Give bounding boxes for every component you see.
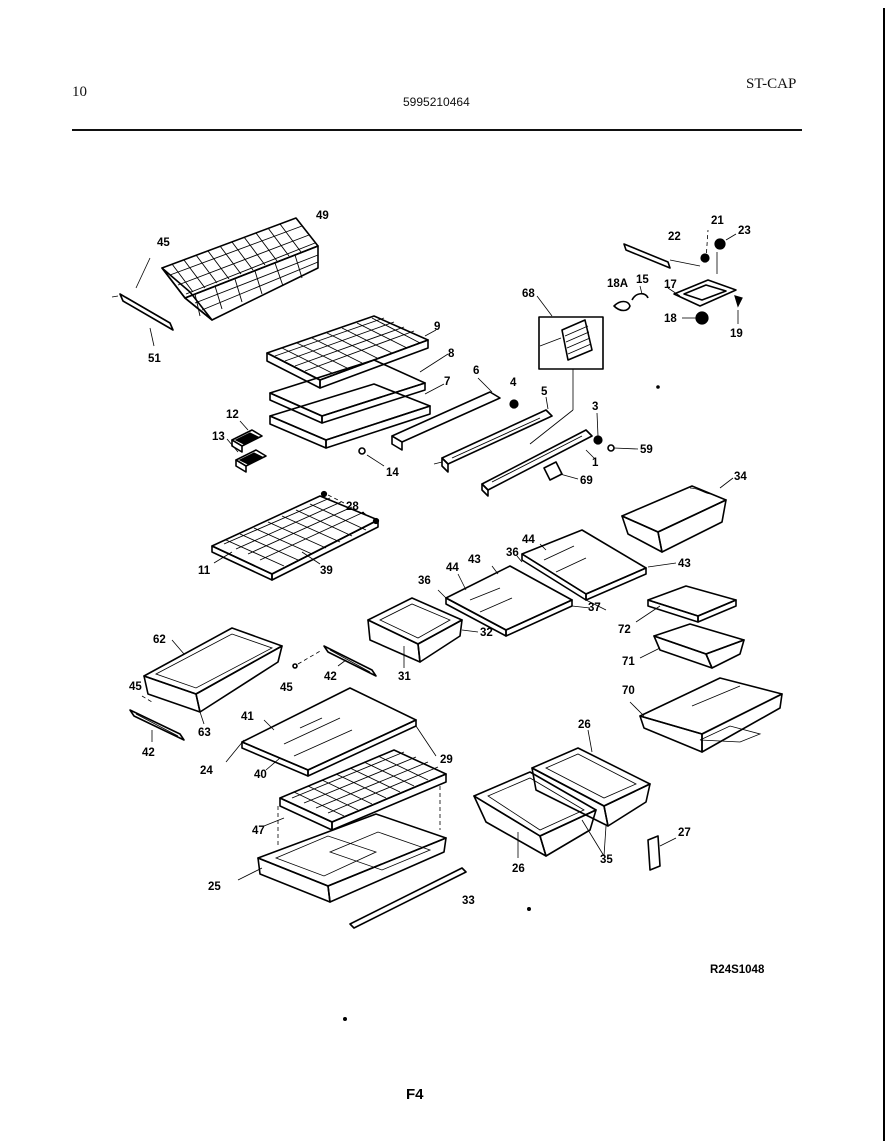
callout-47: 47 [252,825,265,837]
scan-speck [343,1016,348,1021]
part-detail-inset [529,295,604,445]
callout-42-center: 42 [324,671,337,683]
callout-5: 5 [541,386,548,398]
callout-23: 23 [738,225,751,237]
part-washer [607,444,615,452]
callout-69: 69 [580,475,593,487]
part-upper-rail [391,377,501,451]
part-basket-support-bracket [111,257,174,347]
callout-45-top: 45 [157,237,170,249]
figure-label: F4 [406,1086,424,1103]
callout-19: 19 [730,328,743,340]
callout-33: 33 [462,895,475,907]
part-crisper-cover-assembly [266,315,449,449]
callout-35: 35 [600,854,613,866]
callout-40: 40 [254,769,267,781]
part-shelf-clips [226,420,267,473]
part-label-tag [543,461,563,481]
callout-59: 59 [640,444,653,456]
callout-14: 14 [386,467,399,479]
callout-13: 13 [212,431,225,443]
part-glass-shelf-upper-right [516,529,677,611]
callout-42-left: 42 [142,747,155,759]
part-crisper-drawers [473,729,651,858]
part-deli-drawer [143,627,283,725]
part-crisper-grille [263,749,447,846]
section-code: ST-CAP [746,76,797,92]
callout-68: 68 [522,288,535,300]
callout-44-left: 44 [446,562,459,574]
callout-62: 62 [153,634,166,646]
callout-72: 72 [618,624,631,636]
callout-32: 32 [480,627,493,639]
callout-37: 37 [588,602,601,614]
part-drawer-frame [629,677,783,753]
callout-63: 63 [198,727,211,739]
callout-71: 71 [622,656,635,668]
callout-12: 12 [226,409,239,421]
callout-3: 3 [592,401,598,413]
part-light-fixture-assembly [613,229,743,325]
callout-43-right: 43 [678,558,691,570]
part-shallow-tray [635,585,737,623]
part-screw [509,399,519,409]
callout-34: 34 [734,471,747,483]
callout-43-left: 43 [468,554,481,566]
callout-28: 28 [346,501,359,513]
callout-39: 39 [320,565,333,577]
callout-1: 1 [592,457,599,469]
callout-49: 49 [316,210,329,222]
callout-45-left: 45 [129,681,142,693]
callout-29: 29 [440,754,453,766]
drawing-id: R24S1048 [710,964,765,976]
callout-27: 27 [678,827,691,839]
part-pin [647,835,677,871]
part-glass-shelf-upper-left [437,565,591,637]
callout-11: 11 [198,565,211,577]
callout-17: 17 [664,279,677,291]
part-shelf-rail-right [481,429,595,497]
callout-70: 70 [622,685,635,697]
part-mid-drawer [367,597,479,668]
callout-31: 31 [398,671,411,683]
callout-25: 25 [208,881,221,893]
part-wire-basket [161,217,319,321]
callout-8: 8 [448,348,455,360]
callout-7: 7 [444,376,450,388]
callout-15: 15 [636,274,649,286]
callout-45-center: 45 [280,682,293,694]
part-glass-shelf-lower [225,687,437,777]
part-wire-shelf [211,490,380,581]
callout-6: 6 [473,365,479,377]
callout-18a: 18A [607,278,628,290]
part-door-bin [621,477,734,553]
callout-18: 18 [664,313,677,325]
callout-51: 51 [148,353,161,365]
part-rail-screw [593,435,603,445]
callout-26-top: 26 [578,719,591,731]
model-number: 5995210464 [403,95,470,109]
part-shelf-bracket-left [129,695,185,742]
callout-36-left: 36 [418,575,431,587]
callout-22: 22 [668,231,681,243]
header-rule [72,129,802,131]
callout-26-bottom: 26 [512,863,525,875]
callout-21: 21 [711,215,724,227]
part-small-screw [358,447,366,455]
callout-41: 41 [241,711,254,723]
scan-speck [526,906,531,911]
part-crisper-frame [237,813,467,929]
part-small-bin [639,623,745,669]
callout-44-right: 44 [522,534,535,546]
scan-speck [656,385,660,389]
page-number: 10 [72,84,87,100]
callout-9: 9 [434,321,440,333]
part-shelf-bracket-center [292,645,377,677]
part-shelf-rail-left [433,396,553,473]
callout-36-right: 36 [506,547,519,559]
callout-4: 4 [510,377,517,389]
callout-24: 24 [200,765,213,777]
